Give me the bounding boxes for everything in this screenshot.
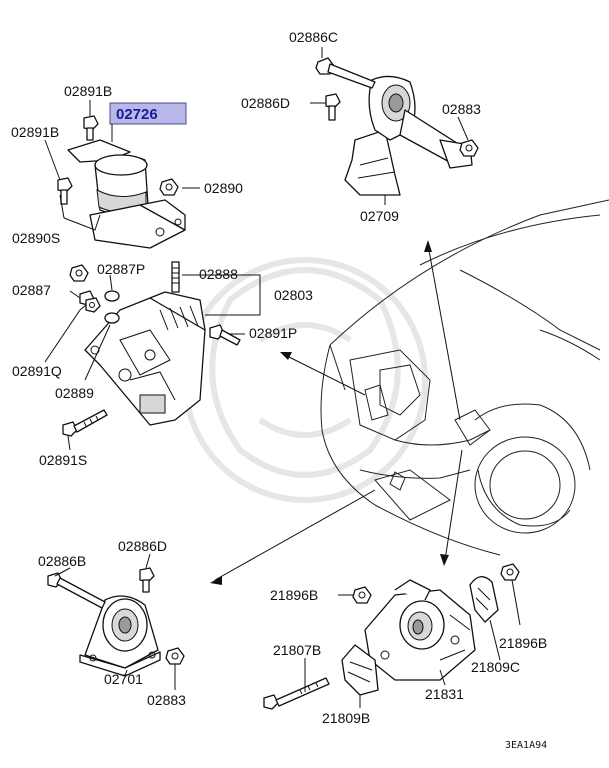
bolt-02886d-top [325, 93, 341, 121]
bolt-02891b-b [57, 177, 73, 205]
label-02889: 02889 [55, 385, 94, 401]
mount-bracket-02701 [79, 595, 161, 677]
pointer-arrows [210, 240, 463, 585]
bolt-02891b-a [83, 115, 99, 141]
washer-02887p [104, 290, 120, 302]
bolt-21807b [263, 677, 330, 710]
label-02891p: 02891P [249, 325, 297, 341]
leader-lines [44, 47, 521, 708]
bolt-02891p [209, 324, 241, 346]
stopper-21809c [469, 576, 499, 623]
label-02886c-top: 02886C [289, 29, 338, 45]
label-02726: 02726 [116, 106, 158, 123]
label-02803: 02803 [274, 287, 313, 303]
transmission-mount-21831 [364, 579, 476, 681]
vehicle-engine-bay-outline [320, 199, 609, 556]
label-02886d-bottom: 02886D [118, 538, 167, 554]
label-21831: 21831 [425, 686, 464, 702]
nut-02890 [159, 178, 179, 196]
label-21807b: 21807B [273, 642, 321, 658]
mount-bracket-02709 [344, 75, 473, 196]
label-02701: 02701 [104, 671, 143, 687]
label-02887p: 02887P [97, 261, 145, 277]
label-02886b: 02886B [38, 553, 86, 569]
highlight-box-02726 [109, 102, 187, 125]
label-02891b-b: 02891B [11, 124, 59, 140]
diagram-code: 3EA1A94 [505, 740, 547, 751]
label-02887: 02887 [12, 282, 51, 298]
label-21896b-b: 21896B [499, 635, 547, 651]
label-21896b-a: 21896B [270, 587, 318, 603]
bolt-02891s [62, 409, 108, 437]
label-02891b-a: 02891B [64, 83, 112, 99]
label-21809c: 21809C [471, 659, 520, 675]
label-02888: 02888 [199, 266, 238, 282]
label-02890: 02890 [204, 180, 243, 196]
stud-02888 [171, 261, 180, 293]
label-21809b: 21809B [322, 710, 370, 726]
engine-bracket-02803 [84, 291, 206, 426]
bolt-02886d-bottom [139, 567, 155, 593]
label-02891q: 02891Q [12, 363, 62, 379]
label-02891s: 02891S [39, 452, 87, 468]
label-02890s: 02890S [12, 230, 60, 246]
label-02883-bottom: 02883 [147, 692, 186, 708]
bolt-02886b [47, 572, 106, 609]
nut-21896b-a [352, 586, 372, 604]
part-number-labels: 02886C 02886D 02883 02709 02891B 02726 0… [11, 29, 547, 751]
nut-02891q [85, 297, 101, 313]
stopper-21809b [341, 644, 379, 696]
label-02886d-top: 02886D [241, 95, 290, 111]
label-02883-top: 02883 [442, 101, 481, 117]
nut-21896b-b [500, 563, 520, 581]
nut-02883-bottom [165, 647, 185, 665]
bolt-02886c [315, 57, 376, 89]
label-02709: 02709 [360, 208, 399, 224]
washer-02889 [104, 312, 120, 324]
nut-02883-top [459, 139, 479, 157]
mount-insulator-02726 [67, 139, 186, 249]
nut-02890s [69, 264, 89, 282]
